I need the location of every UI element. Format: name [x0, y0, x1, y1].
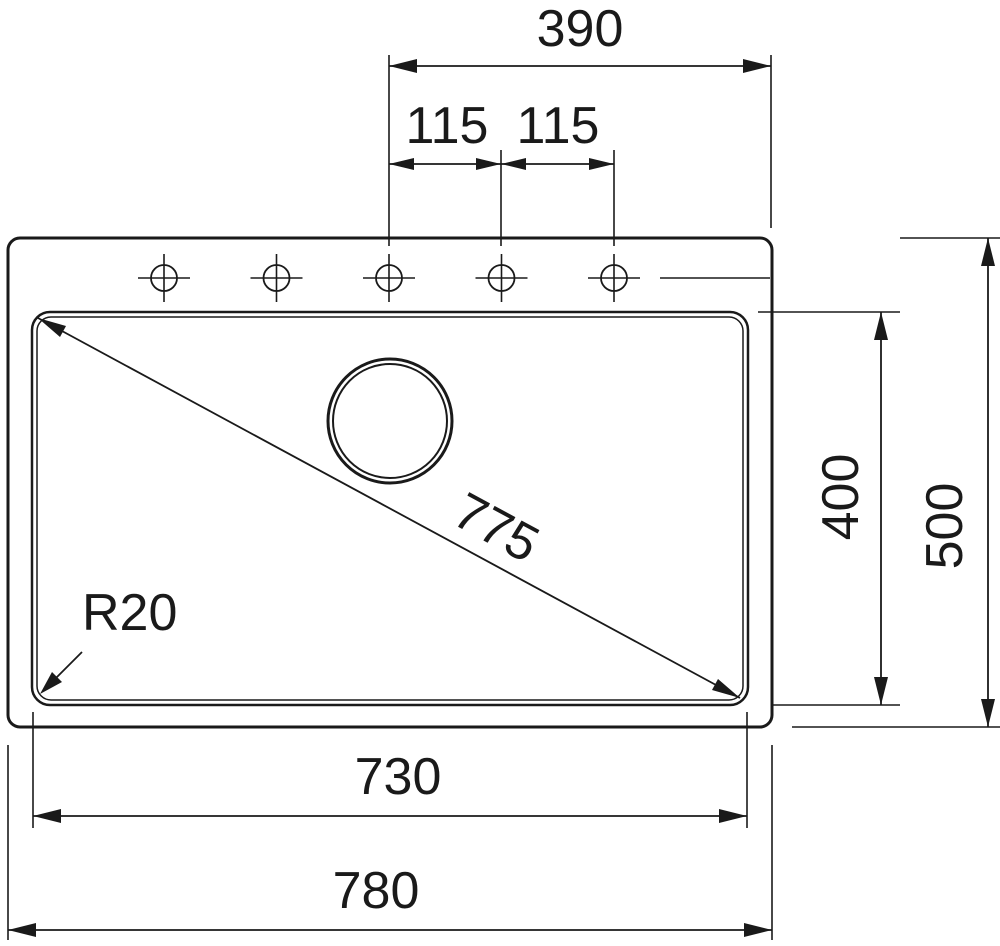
- arrow-head: [40, 672, 62, 694]
- arrow-head: [389, 158, 414, 170]
- arrow-head: [981, 238, 995, 266]
- dimension-label-390: 390: [537, 0, 624, 58]
- dimension-label-115-left: 115: [406, 97, 489, 155]
- arrow-head: [389, 59, 417, 73]
- tap-hole-icon: [363, 254, 415, 302]
- arrow-head: [743, 59, 771, 73]
- arrow-head: [8, 923, 36, 937]
- arrow-head: [719, 809, 747, 823]
- arrow-head: [589, 158, 614, 170]
- dimension-label-500: 500: [916, 483, 974, 570]
- dimension-label-730: 730: [355, 748, 442, 806]
- drain-icon: [326, 357, 454, 485]
- arrow-head: [476, 158, 501, 170]
- dimension-label-400: 400: [812, 454, 870, 541]
- corner-radius-label: R20: [82, 584, 177, 642]
- arrow-head: [744, 923, 772, 937]
- tap-hole-icon: [588, 254, 640, 302]
- dimension-label-780: 780: [333, 862, 420, 920]
- arrow-head: [981, 699, 995, 727]
- arrow-head: [874, 312, 888, 340]
- dimension-label-775: 775: [444, 482, 548, 574]
- tap-holes: [138, 254, 640, 302]
- sink-outer-outline: [6, 236, 774, 729]
- tap-hole-icon: [250, 254, 303, 302]
- bowl-outline: [30, 310, 750, 707]
- arrow-head: [874, 677, 888, 705]
- dimension-line-775: [37, 317, 741, 699]
- tap-hole-icon: [138, 254, 190, 302]
- tap-hole-icon: [475, 254, 528, 302]
- dimension-label-115-right: 115: [517, 97, 600, 155]
- arrow-head: [38, 318, 66, 337]
- arrow-head: [501, 158, 526, 170]
- bowl-inner-outline: [36, 316, 744, 701]
- arrow-head: [33, 809, 61, 823]
- arrow-head: [712, 679, 740, 698]
